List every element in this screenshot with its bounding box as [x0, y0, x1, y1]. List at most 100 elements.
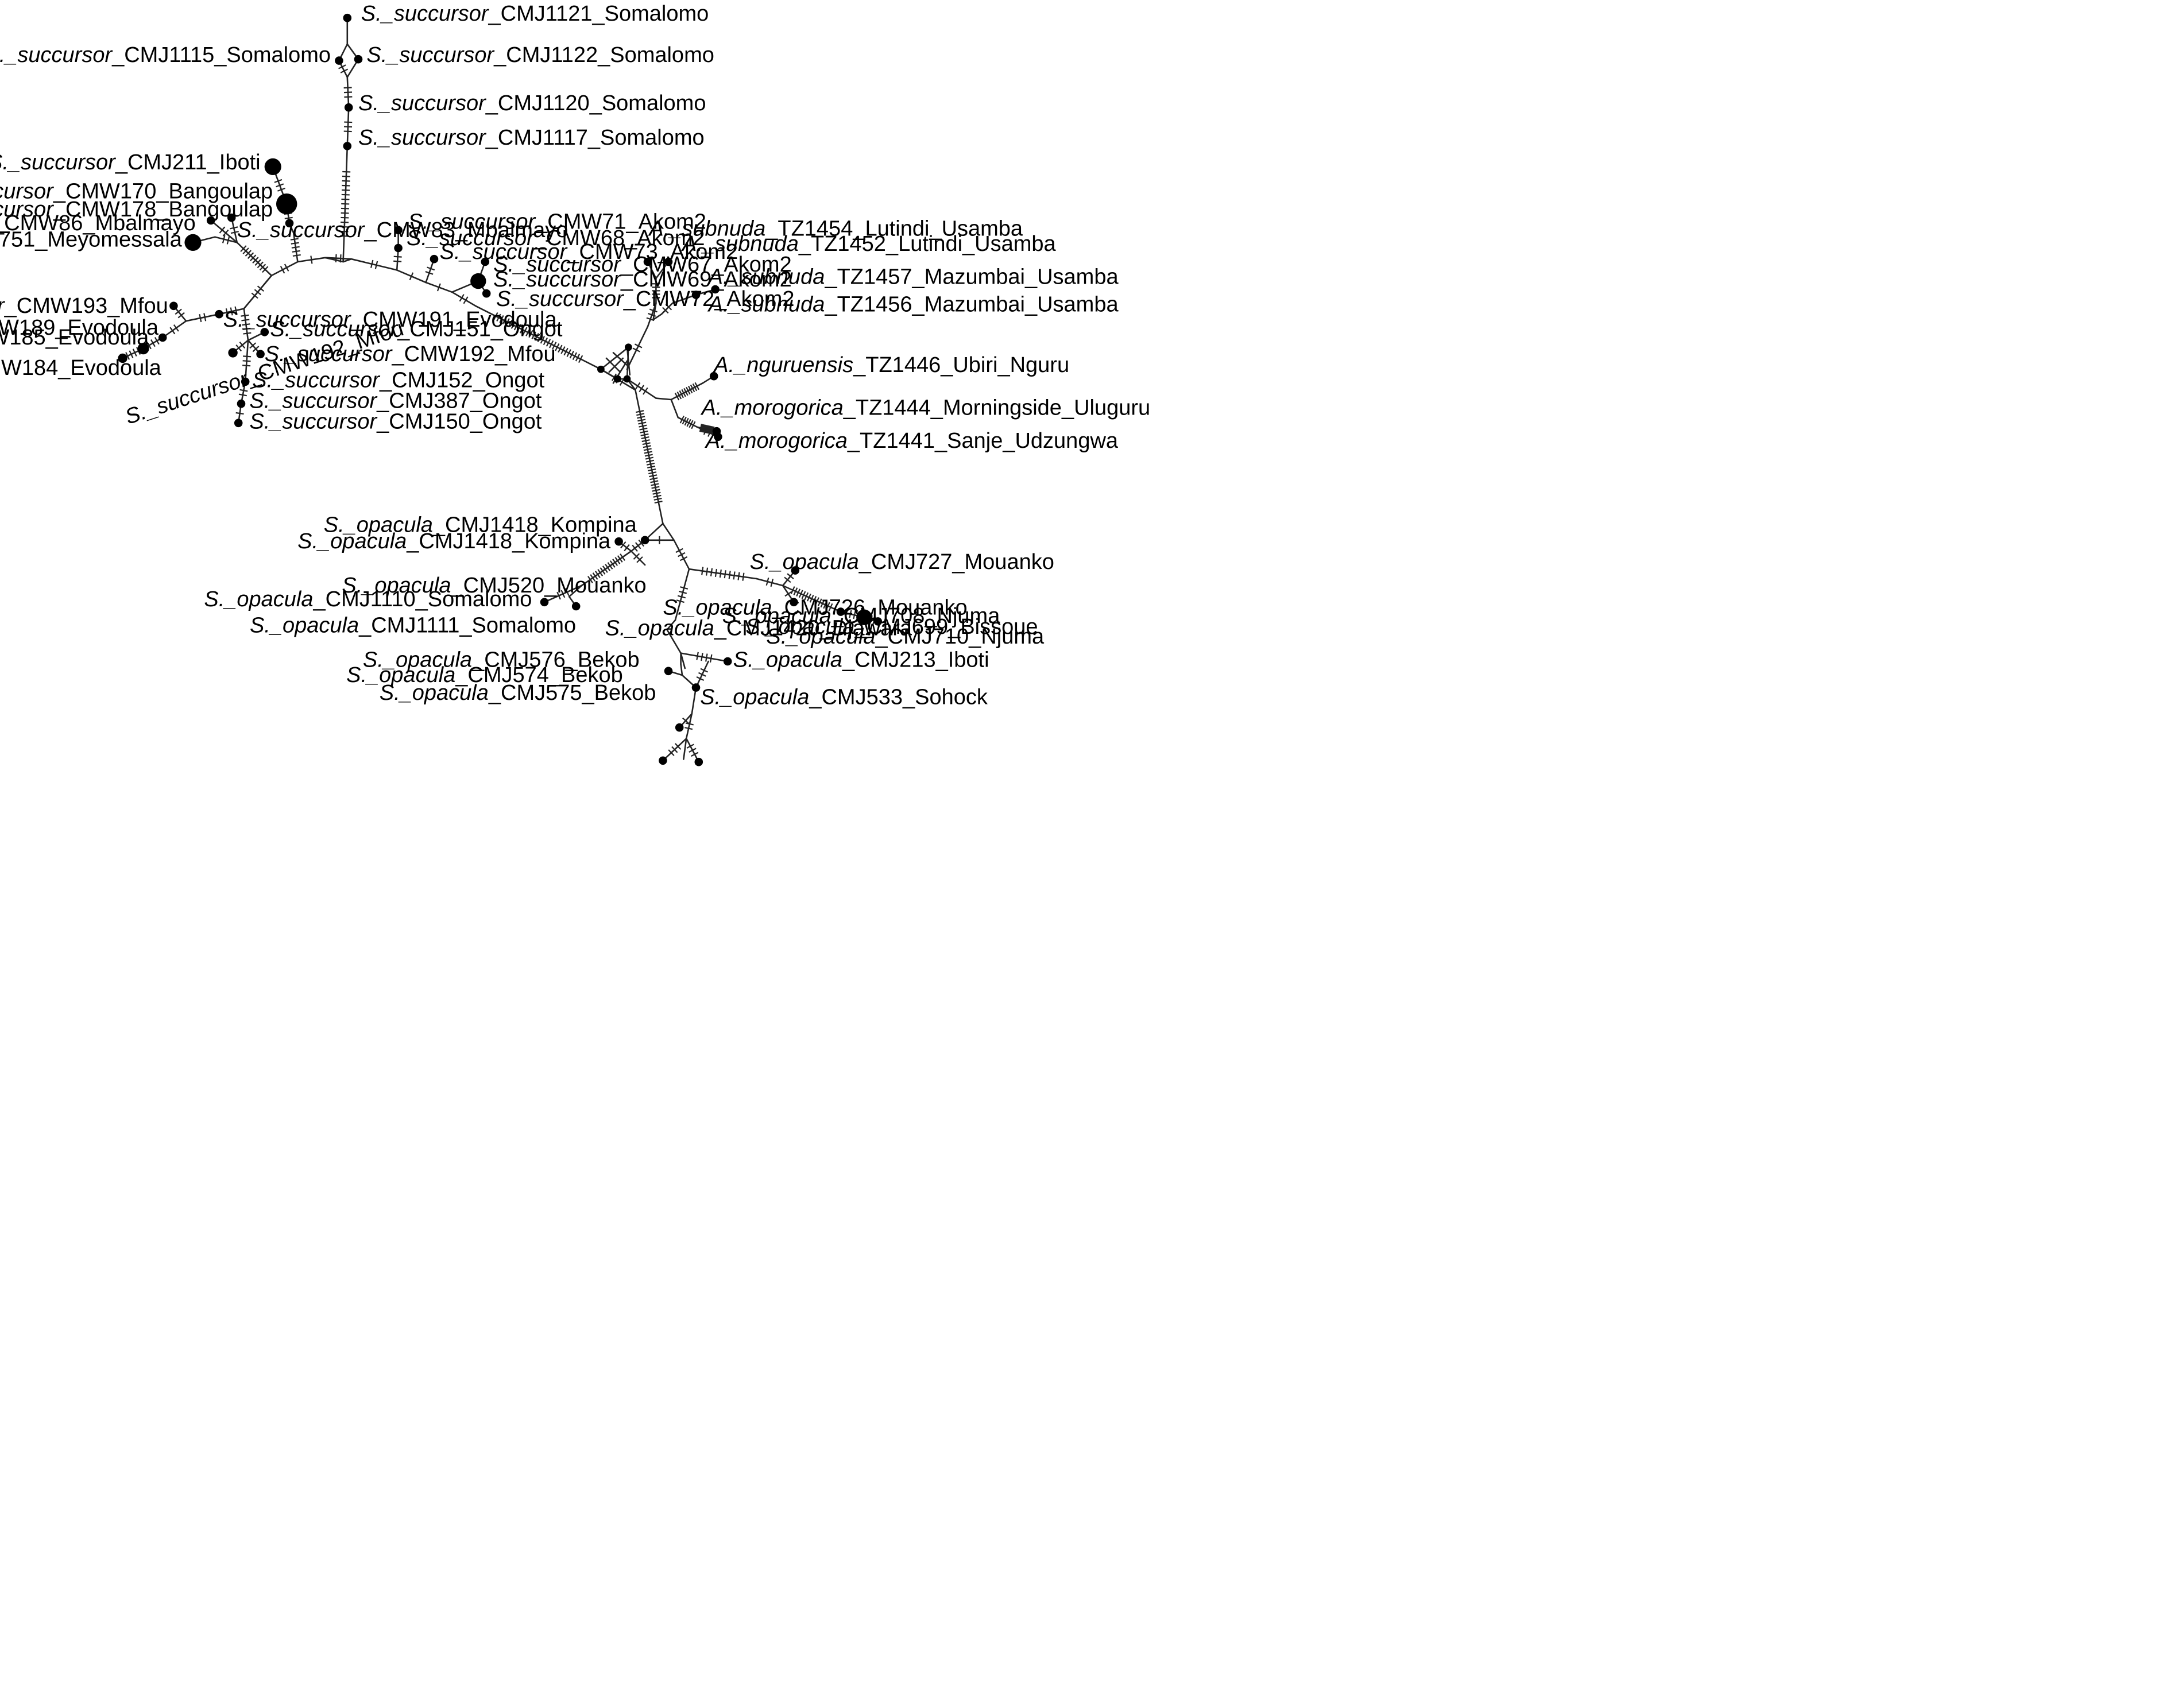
mutation-tick [689, 748, 697, 753]
mutation-tick [644, 451, 652, 454]
network-edge [626, 326, 649, 370]
mutation-tick [436, 283, 441, 292]
mutation-tick [284, 264, 289, 272]
mutation-tick [647, 465, 656, 468]
species-name: A._morogorica [705, 429, 848, 453]
specimen-locality: _CMJ727_Mouanko [858, 550, 1054, 574]
haplotype-label: S._opacula_CMJ708_Njuma [722, 604, 1001, 628]
network-edge [626, 346, 631, 376]
haplotype-node [237, 399, 246, 408]
haplotype-node [643, 257, 652, 266]
mutation-tick [175, 308, 182, 315]
mutation-tick [177, 312, 185, 319]
haplotype-node [206, 216, 215, 225]
network-edge [608, 357, 624, 373]
mutation-tick [679, 390, 684, 398]
mutation-tick [649, 308, 658, 313]
specimen-locality: _CMW184_Evodoula [0, 356, 162, 380]
mutation-tick [700, 424, 703, 432]
mutation-tick [252, 257, 259, 264]
mutation-tick [853, 611, 856, 619]
species-name: S._opacula [297, 529, 407, 553]
mutation-tick [699, 424, 702, 432]
mutation-tick [653, 494, 662, 498]
specimen-locality: _CMJ1418_Kompina [432, 513, 637, 537]
mutation-tick [694, 382, 700, 390]
haplotype-node [256, 350, 265, 359]
network-edge [474, 305, 602, 370]
haplotype-label: S._opacula_CMJ727_Mouanko [750, 550, 1054, 574]
species-name: A._subnuda [648, 216, 765, 241]
mutation-tick [552, 342, 557, 350]
haplotype-node [234, 419, 243, 428]
mutation-tick [605, 564, 611, 571]
mutation-tick [639, 427, 648, 431]
mutation-tick [280, 266, 285, 274]
mutation-tick [809, 594, 814, 603]
haplotype-node [394, 243, 403, 253]
specimen-locality: _CMW69_Akom2 [620, 268, 792, 292]
mutation-tick [701, 424, 705, 433]
species-name: S._succursor [0, 197, 54, 222]
haplotype-node [470, 273, 486, 289]
network-edge [214, 236, 238, 243]
haplotype-node [675, 723, 684, 732]
specimen-locality: _CMJ211_Iboti [115, 150, 261, 175]
network-edge [666, 629, 682, 654]
mutation-tick [678, 552, 686, 557]
haplotype-label: S._opacula_CMJ710_Njuma [766, 625, 1045, 649]
mutation-tick [696, 676, 705, 681]
mutation-tick [793, 587, 798, 595]
mutation-tick [612, 559, 618, 566]
mutation-tick [706, 425, 709, 433]
mutation-tick [640, 430, 648, 433]
mutation-tick [681, 389, 686, 397]
mutation-tick [680, 586, 689, 590]
mutation-tick [705, 653, 708, 662]
mutation-tick [676, 599, 684, 603]
specimen-locality: _CMJ574_Bekob [455, 663, 623, 687]
specimen-locality: _CMW73_Akom2 [566, 240, 738, 264]
mutation-tick [648, 471, 657, 475]
network-edge [677, 416, 698, 428]
mutation-tick [635, 382, 641, 390]
haplotype-label: S._opacula_CMJ574_Bekob [346, 663, 623, 687]
haplotype-node [571, 602, 581, 611]
specimen-locality: _CMJ1120_Somalomo [485, 91, 706, 115]
mutation-tick [238, 393, 247, 397]
haplotype-label: S._succursor_CMW86_Mbalmayo [0, 211, 196, 235]
mutation-tick [257, 285, 265, 292]
mutation-tick [459, 294, 465, 302]
mutation-tick [222, 229, 229, 237]
mutation-tick [651, 486, 660, 489]
specimen-locality: _TZ1457_Mazumbai_Usamba [824, 265, 1119, 289]
mutation-tick [692, 383, 698, 392]
mutation-tick [687, 385, 693, 394]
mutation-tick [225, 308, 229, 317]
network-edge [670, 382, 704, 401]
mutation-tick [370, 260, 374, 268]
mutation-tick [636, 410, 644, 413]
mutation-tick [230, 231, 239, 234]
haplotype-node [227, 213, 236, 222]
species-name: S._opacula [380, 681, 489, 705]
haplotype-node [344, 103, 353, 112]
specimen-locality: _CMJ1115_Somalomo [111, 43, 331, 67]
specimen-locality: _CMJ1110_Somalomo [313, 587, 532, 611]
mutation-tick [641, 439, 650, 443]
mutation-tick [653, 497, 662, 501]
species-name: S._succursor [496, 287, 624, 311]
species-name: S._opacula [766, 625, 875, 649]
mutation-tick [642, 442, 651, 446]
haplotype-node [184, 234, 202, 251]
mutation-tick [569, 350, 574, 359]
mutation-tick [239, 389, 248, 392]
mutation-tick [632, 347, 641, 353]
network-edge [161, 320, 187, 339]
mutation-tick [643, 387, 648, 395]
mutation-tick [632, 544, 638, 552]
haplotype-node [714, 432, 722, 441]
mutation-tick [505, 318, 510, 326]
specimen-locality: _CMW189_Evodoula [0, 316, 159, 340]
haplotype-node [228, 348, 238, 358]
